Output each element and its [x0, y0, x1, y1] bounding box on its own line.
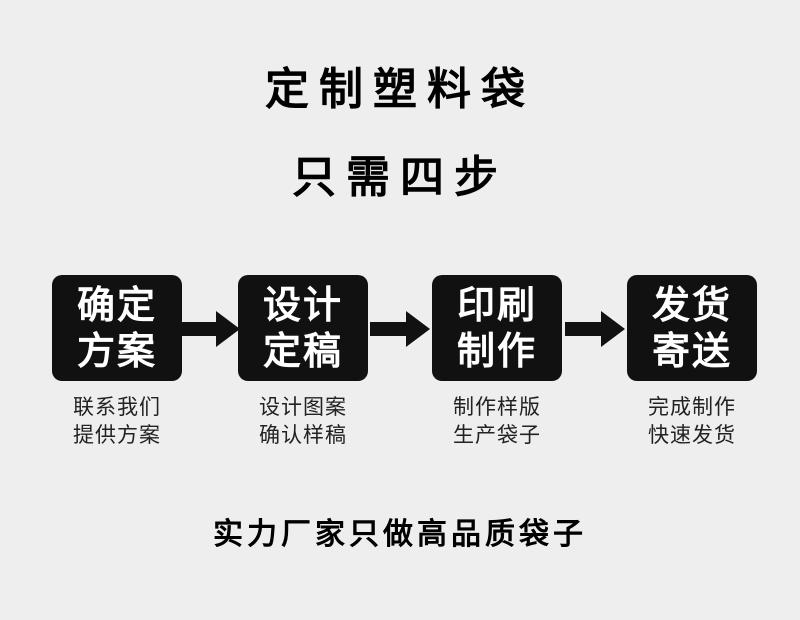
step-box-print-produce: 印刷 制作	[432, 275, 562, 381]
step-box-design-finalize: 设计 定稿	[238, 275, 368, 381]
caption-line1: 完成制作	[648, 395, 736, 419]
process-steps: 确定 方案 设计 定稿 印刷 制作 发货 寄送	[0, 275, 800, 385]
caption-step-1: 联系我们 提供方案	[42, 393, 192, 449]
caption-line2: 提供方案	[73, 423, 161, 447]
caption-line1: 联系我们	[73, 395, 161, 419]
step-box-label-line1: 印刷	[456, 283, 537, 327]
title-line-1: 定制塑料袋	[265, 64, 535, 115]
right-arrow-icon	[565, 311, 625, 347]
step-box-label-line1: 设计	[262, 283, 343, 327]
footer-slogan: 实力厂家只做高品质袋子	[213, 517, 587, 552]
caption-step-3: 制作样版 生产袋子	[422, 393, 572, 449]
right-arrow-icon	[180, 311, 240, 347]
caption-line1: 设计图案	[259, 395, 347, 419]
step-box-label-line2: 定稿	[262, 329, 343, 373]
right-arrow-icon	[370, 311, 430, 347]
caption-step-4: 完成制作 快速发货	[617, 393, 767, 449]
caption-step-2: 设计图案 确认样稿	[228, 393, 378, 449]
step-box-label-line1: 确定	[76, 283, 157, 327]
title-line-2: 只需四步	[292, 152, 508, 203]
caption-line1: 制作样版	[453, 395, 541, 419]
step-box-ship-deliver: 发货 寄送	[627, 275, 757, 381]
caption-line2: 确认样稿	[259, 423, 347, 447]
step-box-label-line2: 制作	[456, 329, 537, 373]
caption-line2: 生产袋子	[453, 423, 541, 447]
caption-line2: 快速发货	[648, 423, 736, 447]
step-box-label-line2: 方案	[76, 329, 157, 373]
step-box-label-line1: 发货	[651, 283, 732, 327]
step-box-label-line2: 寄送	[651, 329, 732, 373]
step-box-confirm-plan: 确定 方案	[52, 275, 182, 381]
